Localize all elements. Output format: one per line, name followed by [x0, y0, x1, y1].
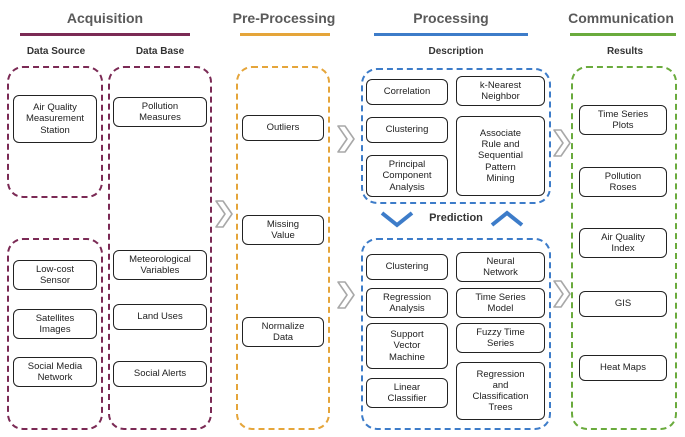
acquisition-underline — [20, 33, 190, 36]
flow-chevron-icon — [553, 129, 571, 157]
flow-chevron-icon — [553, 280, 571, 308]
low-cost-sensor-box: Low-cost Sensor — [13, 260, 97, 290]
missing-value-box: Missing Value — [242, 215, 324, 245]
acquisition-header: Acquisition — [66, 10, 144, 26]
social-media-box: Social Media Network — [13, 357, 97, 387]
processing-underline — [374, 33, 528, 36]
association-rule-box: Associate Rule and Sequential Pattern Mi… — [456, 116, 545, 196]
meteorological-variables-box: Meteorological Variables — [113, 250, 207, 280]
communication-header: Communication — [568, 10, 674, 26]
prediction-down-arrow-icon — [380, 211, 414, 228]
regression-trees-box: Regression and Classification Trees — [456, 362, 545, 420]
prediction-clustering-box: Clustering — [366, 254, 448, 280]
description-label: Description — [428, 46, 484, 57]
preprocessing-underline — [240, 33, 330, 36]
svm-box: Support Vector Machine — [366, 323, 448, 369]
flow-chevron-icon — [337, 281, 355, 309]
pollution-measures-box: Pollution Measures — [113, 97, 207, 127]
description-clustering-box: Clustering — [366, 117, 448, 143]
social-alerts-box: Social Alerts — [113, 361, 207, 387]
communication-underline — [570, 33, 676, 36]
regression-analysis-box: Regression Analysis — [366, 288, 448, 318]
data-source-bottom-group — [7, 238, 103, 430]
fuzzy-time-series-box: Fuzzy Time Series — [456, 323, 545, 353]
air-quality-station-box: Air Quality Measurement Station — [13, 95, 97, 143]
knn-box: k-Nearest Neighbor — [456, 76, 545, 106]
neural-network-box: Neural Network — [456, 252, 545, 282]
time-series-model-box: Time Series Model — [456, 288, 545, 318]
flow-chevron-icon — [215, 200, 233, 228]
linear-classifier-box: Linear Classifier — [366, 378, 448, 408]
air-quality-index-box: Air Quality Index — [579, 228, 667, 258]
prediction-up-arrow-icon — [490, 210, 524, 227]
flow-chevron-icon — [337, 125, 355, 153]
land-uses-box: Land Uses — [113, 304, 207, 330]
data-base-group — [108, 66, 212, 430]
gis-box: GIS — [579, 291, 667, 317]
time-series-plots-box: Time Series Plots — [579, 105, 667, 135]
pollution-roses-box: Pollution Roses — [579, 167, 667, 197]
correlation-box: Correlation — [366, 79, 448, 105]
normalize-data-box: Normalize Data — [242, 317, 324, 347]
preprocessing-group — [236, 66, 330, 430]
preprocessing-header: Pre-Processing — [232, 10, 336, 26]
data-source-top-group — [7, 66, 103, 198]
data-base-label: Data Base — [135, 46, 185, 57]
processing-header: Processing — [413, 10, 489, 26]
description-group — [361, 68, 551, 204]
prediction-group — [361, 238, 551, 430]
results-label: Results — [606, 46, 644, 57]
satellites-images-box: Satellites Images — [13, 309, 97, 339]
data-source-label: Data Source — [26, 46, 86, 57]
prediction-label: Prediction — [429, 212, 483, 224]
results-group — [571, 66, 677, 430]
pca-box: Principal Component Analysis — [366, 155, 448, 197]
heat-maps-box: Heat Maps — [579, 355, 667, 381]
outliers-box: Outliers — [242, 115, 324, 141]
